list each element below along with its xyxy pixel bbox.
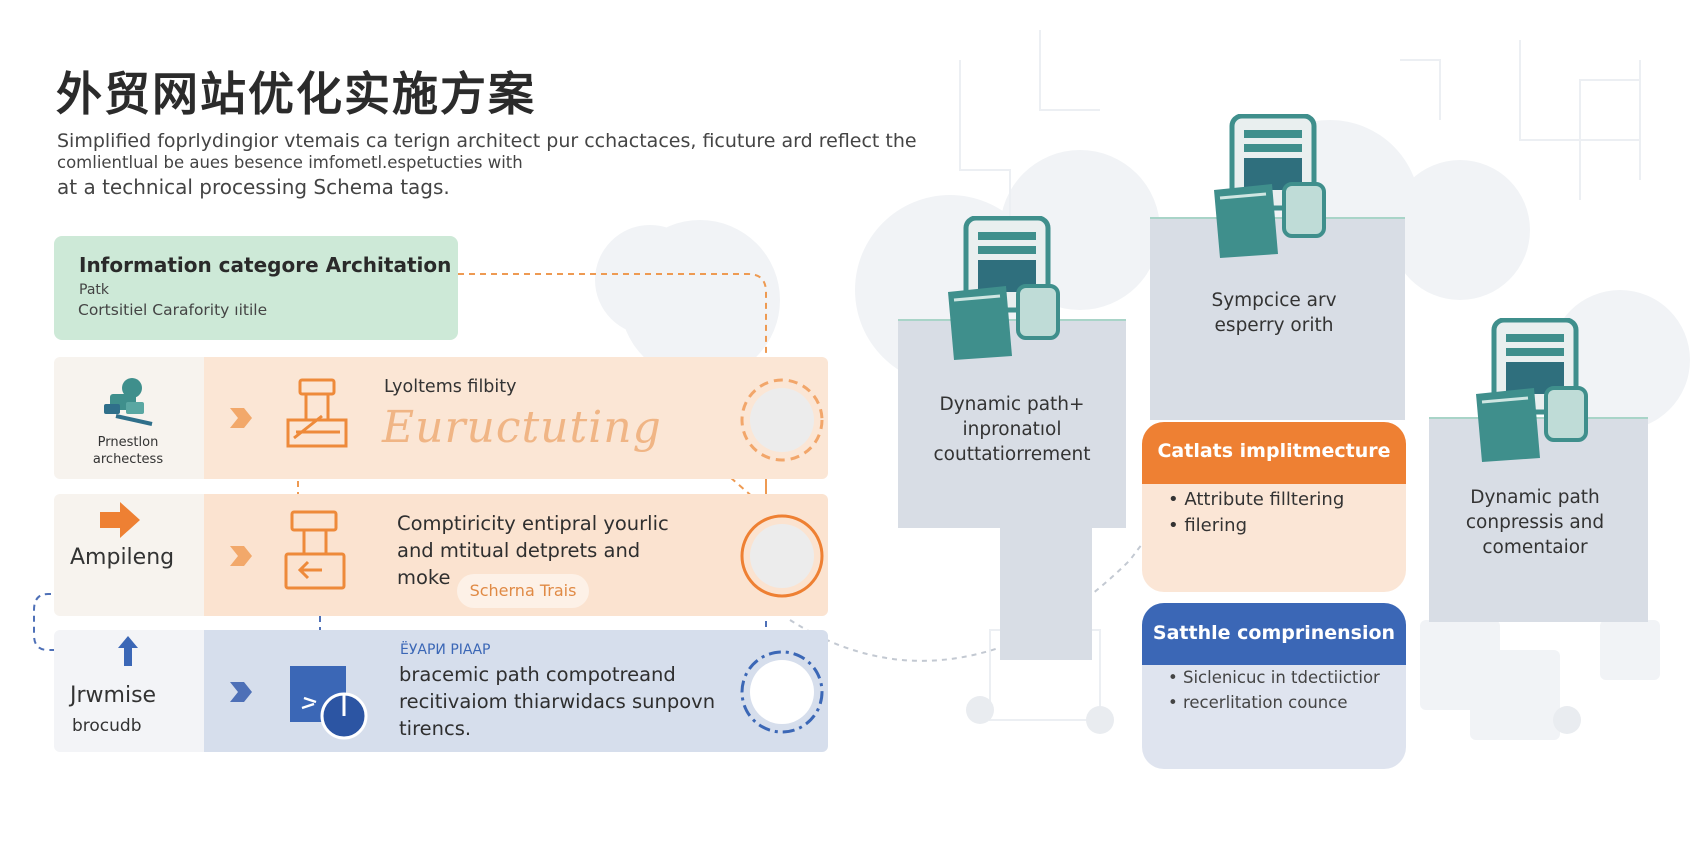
card-middle-line-1: Sympcice arv (1211, 290, 1337, 311)
card-right-line-1: Dynamic path (1470, 487, 1600, 508)
orange-card-title: Catlats implitmecture (1157, 440, 1391, 462)
info-box-line-1: Patk (79, 282, 109, 298)
subtitle-line-2: comlientlual be aues besence imfometl.es… (57, 153, 523, 172)
row-3-text-line-1: bracemic path compotreand (399, 663, 676, 686)
sitemap-icon (104, 378, 153, 426)
process-row-1 (54, 357, 828, 479)
orange-card-bullet-2: • filering (1168, 515, 1247, 536)
row-3-text-line-3: tirencs. (399, 717, 472, 740)
card-middle-text: Sympcice arv esperry orith (1150, 288, 1398, 338)
row-3-left-label-1: Jrwmise (70, 683, 157, 708)
analytics-chart-icon (290, 666, 368, 740)
process-row-2 (54, 494, 828, 616)
row-3-left-label-2: brocudb (72, 716, 142, 736)
page-title: 外贸网站优化实施方案 (56, 67, 536, 121)
row-3-text: bracemic path compotreand recitivaiom th… (399, 661, 715, 742)
card-left-text: Dynamic path+ inpronatıol couttatiorreme… (898, 392, 1126, 467)
blue-card-bullet-1: • Siclenicuc in tdectiictior (1168, 668, 1380, 687)
blue-card-bullet-2: • recerlitation counce (1168, 693, 1348, 712)
orange-bullet-1-text: Attribute filltering (1184, 489, 1345, 510)
row-3-small-heading: ЁУАРИ РІААР (400, 642, 491, 658)
arrow-up-icon (118, 636, 138, 666)
row-1-ring-icon (740, 378, 824, 462)
blue-card-header: Satthle comprinension (1142, 603, 1406, 665)
card-left-line-1: Dynamic path+ (939, 394, 1085, 415)
orange-card-body (1142, 474, 1406, 592)
document-stack-icon (286, 378, 348, 448)
row-1-script-text: Euructuting (382, 402, 662, 453)
document-return-icon (284, 510, 346, 590)
info-architecture-box: Information categore Architation Patk Co… (54, 236, 458, 340)
card-left-line-2: inpronatıol (962, 419, 1062, 440)
card-middle-line-2: esperry orith (1214, 315, 1334, 336)
chevron-right-icon (230, 682, 252, 702)
blue-bullet-2-text: recerlitation counce (1182, 693, 1348, 712)
card-right-line-2: conpressis and (1465, 512, 1605, 533)
row-3-text-line-2: recitivaiom thiarwidacs sunpovn (399, 690, 716, 713)
row-3-ring-icon (740, 650, 824, 734)
row-1-heading: Lyoltems filbity (384, 377, 517, 397)
schema-tags-pill: Scherna Trais (457, 574, 589, 608)
row-1-left-label: Prnestlon archectess (70, 434, 186, 468)
row-2-ring-icon (740, 514, 824, 598)
arrow-right-icon (100, 502, 140, 538)
blue-bullet-1-text: Siclenicuc in tdectiictior (1182, 668, 1380, 687)
row-2-text-line-3: moke (397, 566, 451, 589)
subtitle-line-1: Simplified foprlydingior vtemais ca teri… (57, 130, 917, 152)
orange-card-header: Catlats implitmecture (1142, 422, 1406, 484)
row-2-text: Comptiricity entipral yourlic and mtitua… (397, 510, 669, 591)
server-folder-icon (948, 216, 1060, 360)
subtitle-line-3: at a technical processing Schema tags. (57, 175, 450, 199)
card-right-text: Dynamic path conpressis and comentaior (1429, 485, 1641, 560)
row-1-left-label-line-2: archectess (92, 452, 164, 467)
chevron-right-icon (230, 546, 252, 566)
chevron-right-icon (230, 408, 252, 428)
orange-bullet-2-text: filering (1184, 515, 1247, 536)
blue-card-title: Satthle comprinension (1152, 622, 1396, 644)
card-left-line-3: couttatiorrement (933, 444, 1091, 465)
orange-card-bullet-1: • Attribute filltering (1168, 489, 1345, 510)
server-folder-icon (1476, 318, 1588, 462)
server-folder-icon (1214, 114, 1326, 258)
card-right-line-3: comentaior (1482, 537, 1588, 558)
row-2-left-label: Ampileng (70, 545, 175, 570)
blue-card-body (1142, 655, 1406, 769)
row-1-right-panel (204, 357, 828, 479)
row-2-text-line-1: Comptiricity entipral yourlic (397, 512, 669, 535)
row-2-text-line-2: and mtitual detprets and (397, 539, 641, 562)
info-box-line-2: Cortsitiel Carafority ıitile (78, 301, 268, 319)
info-box-title: Information categore Architation (79, 253, 452, 277)
row-1-left-label-line-1: Prnestlon (97, 435, 159, 450)
